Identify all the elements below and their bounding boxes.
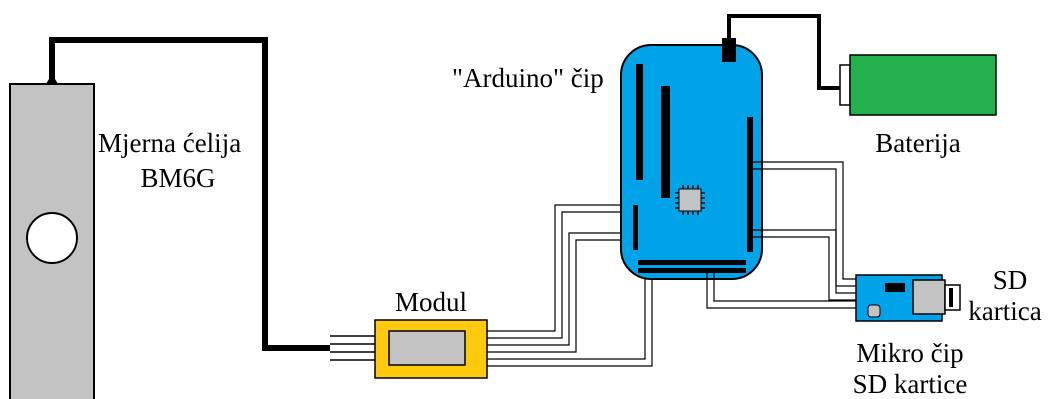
arduino-label: "Arduino" čip (452, 63, 604, 93)
sd-chip-label-line1: Mikro čip (856, 338, 964, 368)
module-label: Modul (394, 287, 467, 317)
sd-board-chip (885, 283, 905, 292)
load-cell-label-line1: Mjerna ćelija (98, 128, 242, 158)
arduino-sd-wires (706, 161, 862, 309)
load-cell-hole (26, 212, 78, 264)
arduino-header-bottom-1 (638, 260, 746, 265)
sd-module (855, 274, 961, 322)
sd-card (912, 279, 946, 315)
arduino-header-left-lower (633, 205, 638, 250)
battery-label: Baterija (875, 128, 961, 158)
arduino-header-center (661, 86, 670, 198)
module-inner (388, 330, 466, 366)
sd-card-label-line2: kartica (968, 296, 1042, 326)
arduino-header-right (747, 117, 753, 252)
battery (839, 54, 997, 116)
arduino-chip (675, 185, 705, 215)
battery-cable (727, 14, 842, 90)
module-arduino-wires (487, 204, 653, 367)
sd-chip-label-line2: SD kartice (852, 369, 968, 399)
arduino-power-jack (722, 38, 736, 62)
module (330, 319, 488, 379)
arduino-header-top-left (636, 64, 643, 180)
arduino-header-bottom-2 (638, 268, 746, 273)
battery-body (849, 54, 997, 116)
sd-card-label-line1: SD (992, 265, 1028, 295)
battery-terminal (839, 64, 851, 106)
sd-card-slot-contact (949, 288, 953, 307)
cable-connector (46, 74, 58, 84)
sd-board-pad (867, 304, 881, 318)
load-cell-cable (49, 37, 330, 351)
load-cell (9, 83, 95, 399)
load-cell-label-line2: BM6G (140, 163, 216, 193)
arduino-board (620, 38, 763, 280)
